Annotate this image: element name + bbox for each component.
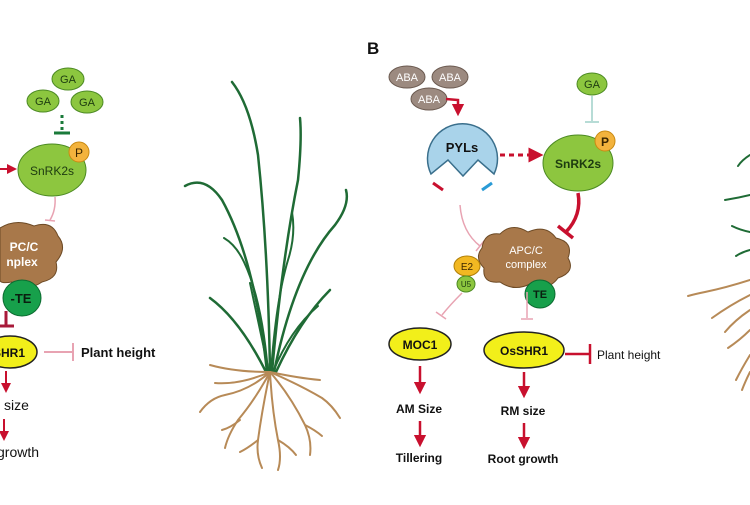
- osshr1-label: OsSHR1: [500, 344, 548, 358]
- aba-to-pyls-arrow: [445, 97, 465, 117]
- aba-label-2: ABA: [439, 72, 462, 84]
- left-osshr1-node: [0, 335, 38, 369]
- aba-cluster: ABA ABA ABA: [388, 65, 469, 111]
- pyls-receptor: PYLs: [426, 123, 499, 192]
- e2-label: E2: [461, 262, 474, 273]
- rice-plant-leaves: [183, 80, 349, 374]
- apcc-label-2: complex: [506, 259, 547, 271]
- right-panel: B ABA ABA ABA PYLs GA SnRK2s P: [367, 39, 661, 466]
- left-apcc-label-2: nplex: [6, 255, 38, 269]
- left-te-node: [2, 279, 42, 317]
- right-plant-fragment: [687, 154, 750, 391]
- root-growth-label: Root growth: [488, 452, 559, 466]
- moc1-node: [388, 327, 452, 361]
- left-phospho-badge: [68, 141, 90, 163]
- osshr1-node: [483, 331, 565, 369]
- left-ga-cluster: GA GA GA: [26, 67, 104, 114]
- left-apcc-label-1: PC/C: [10, 240, 39, 254]
- right-plant-height-label: Plant height: [597, 348, 661, 362]
- right-ga-node: [576, 72, 608, 96]
- am-size-label: AM Size: [396, 402, 442, 416]
- left-ga-left-label: GA: [35, 96, 52, 108]
- aba-label-3: ABA: [418, 94, 441, 106]
- panel-b-label: B: [367, 39, 379, 58]
- left-ga-right: [70, 90, 104, 114]
- rice-plant-illustration: [183, 80, 349, 471]
- left-panel: GA GA GA SnRK2s P PC/C nplex -TE SHR1: [0, 67, 156, 460]
- right-snrk2s-label: SnRK2s: [555, 157, 601, 171]
- right-phospho-label: P: [601, 135, 609, 149]
- left-apcc-complex: [0, 222, 63, 288]
- aba-node-2: [431, 65, 469, 89]
- left-plant-height-label: Plant height: [81, 345, 156, 360]
- moc1-label: MOC1: [403, 338, 438, 352]
- left-ga-right-label: GA: [79, 97, 96, 109]
- left-te-label: -TE: [11, 291, 32, 306]
- tillering-label: Tillering: [396, 451, 442, 465]
- pyls-node: [426, 123, 499, 178]
- u5-node: [456, 275, 476, 293]
- rice-plant-roots: [199, 364, 341, 471]
- right-te-label: TE: [533, 289, 547, 301]
- left-ga-top-label: GA: [60, 74, 77, 86]
- left-osshr1-label: SHR1: [0, 346, 25, 360]
- left-ga-left: [26, 89, 60, 113]
- left-phospho-label: P: [75, 146, 83, 160]
- apcc-inhibits-moc1: [441, 292, 463, 316]
- right-phospho-badge: [594, 130, 616, 152]
- left-growth-label: growth: [0, 444, 39, 460]
- left-snrk2s-label: SnRK2s: [30, 164, 74, 178]
- apcc-complex: [478, 227, 571, 288]
- left-size-label: size: [4, 397, 29, 413]
- right-te-node: [524, 279, 556, 309]
- left-snrk2s-node: [17, 143, 87, 197]
- pyls-label: PYLs: [446, 140, 479, 155]
- rm-size-label: RM size: [501, 404, 546, 418]
- apcc-label-1: APC/C: [509, 245, 543, 257]
- left-pink-inhibition: [49, 196, 56, 221]
- right-ga-label: GA: [584, 79, 601, 91]
- aba-node-1: [388, 65, 426, 89]
- right-snrk2s-node: [542, 134, 614, 192]
- snrk2s-inhibits-apcc: [564, 192, 581, 234]
- left-ga-top: [51, 67, 85, 91]
- aba-label-1: ABA: [396, 72, 419, 84]
- pyls-to-apcc-line: [459, 204, 481, 247]
- u5-label: U5: [461, 280, 472, 289]
